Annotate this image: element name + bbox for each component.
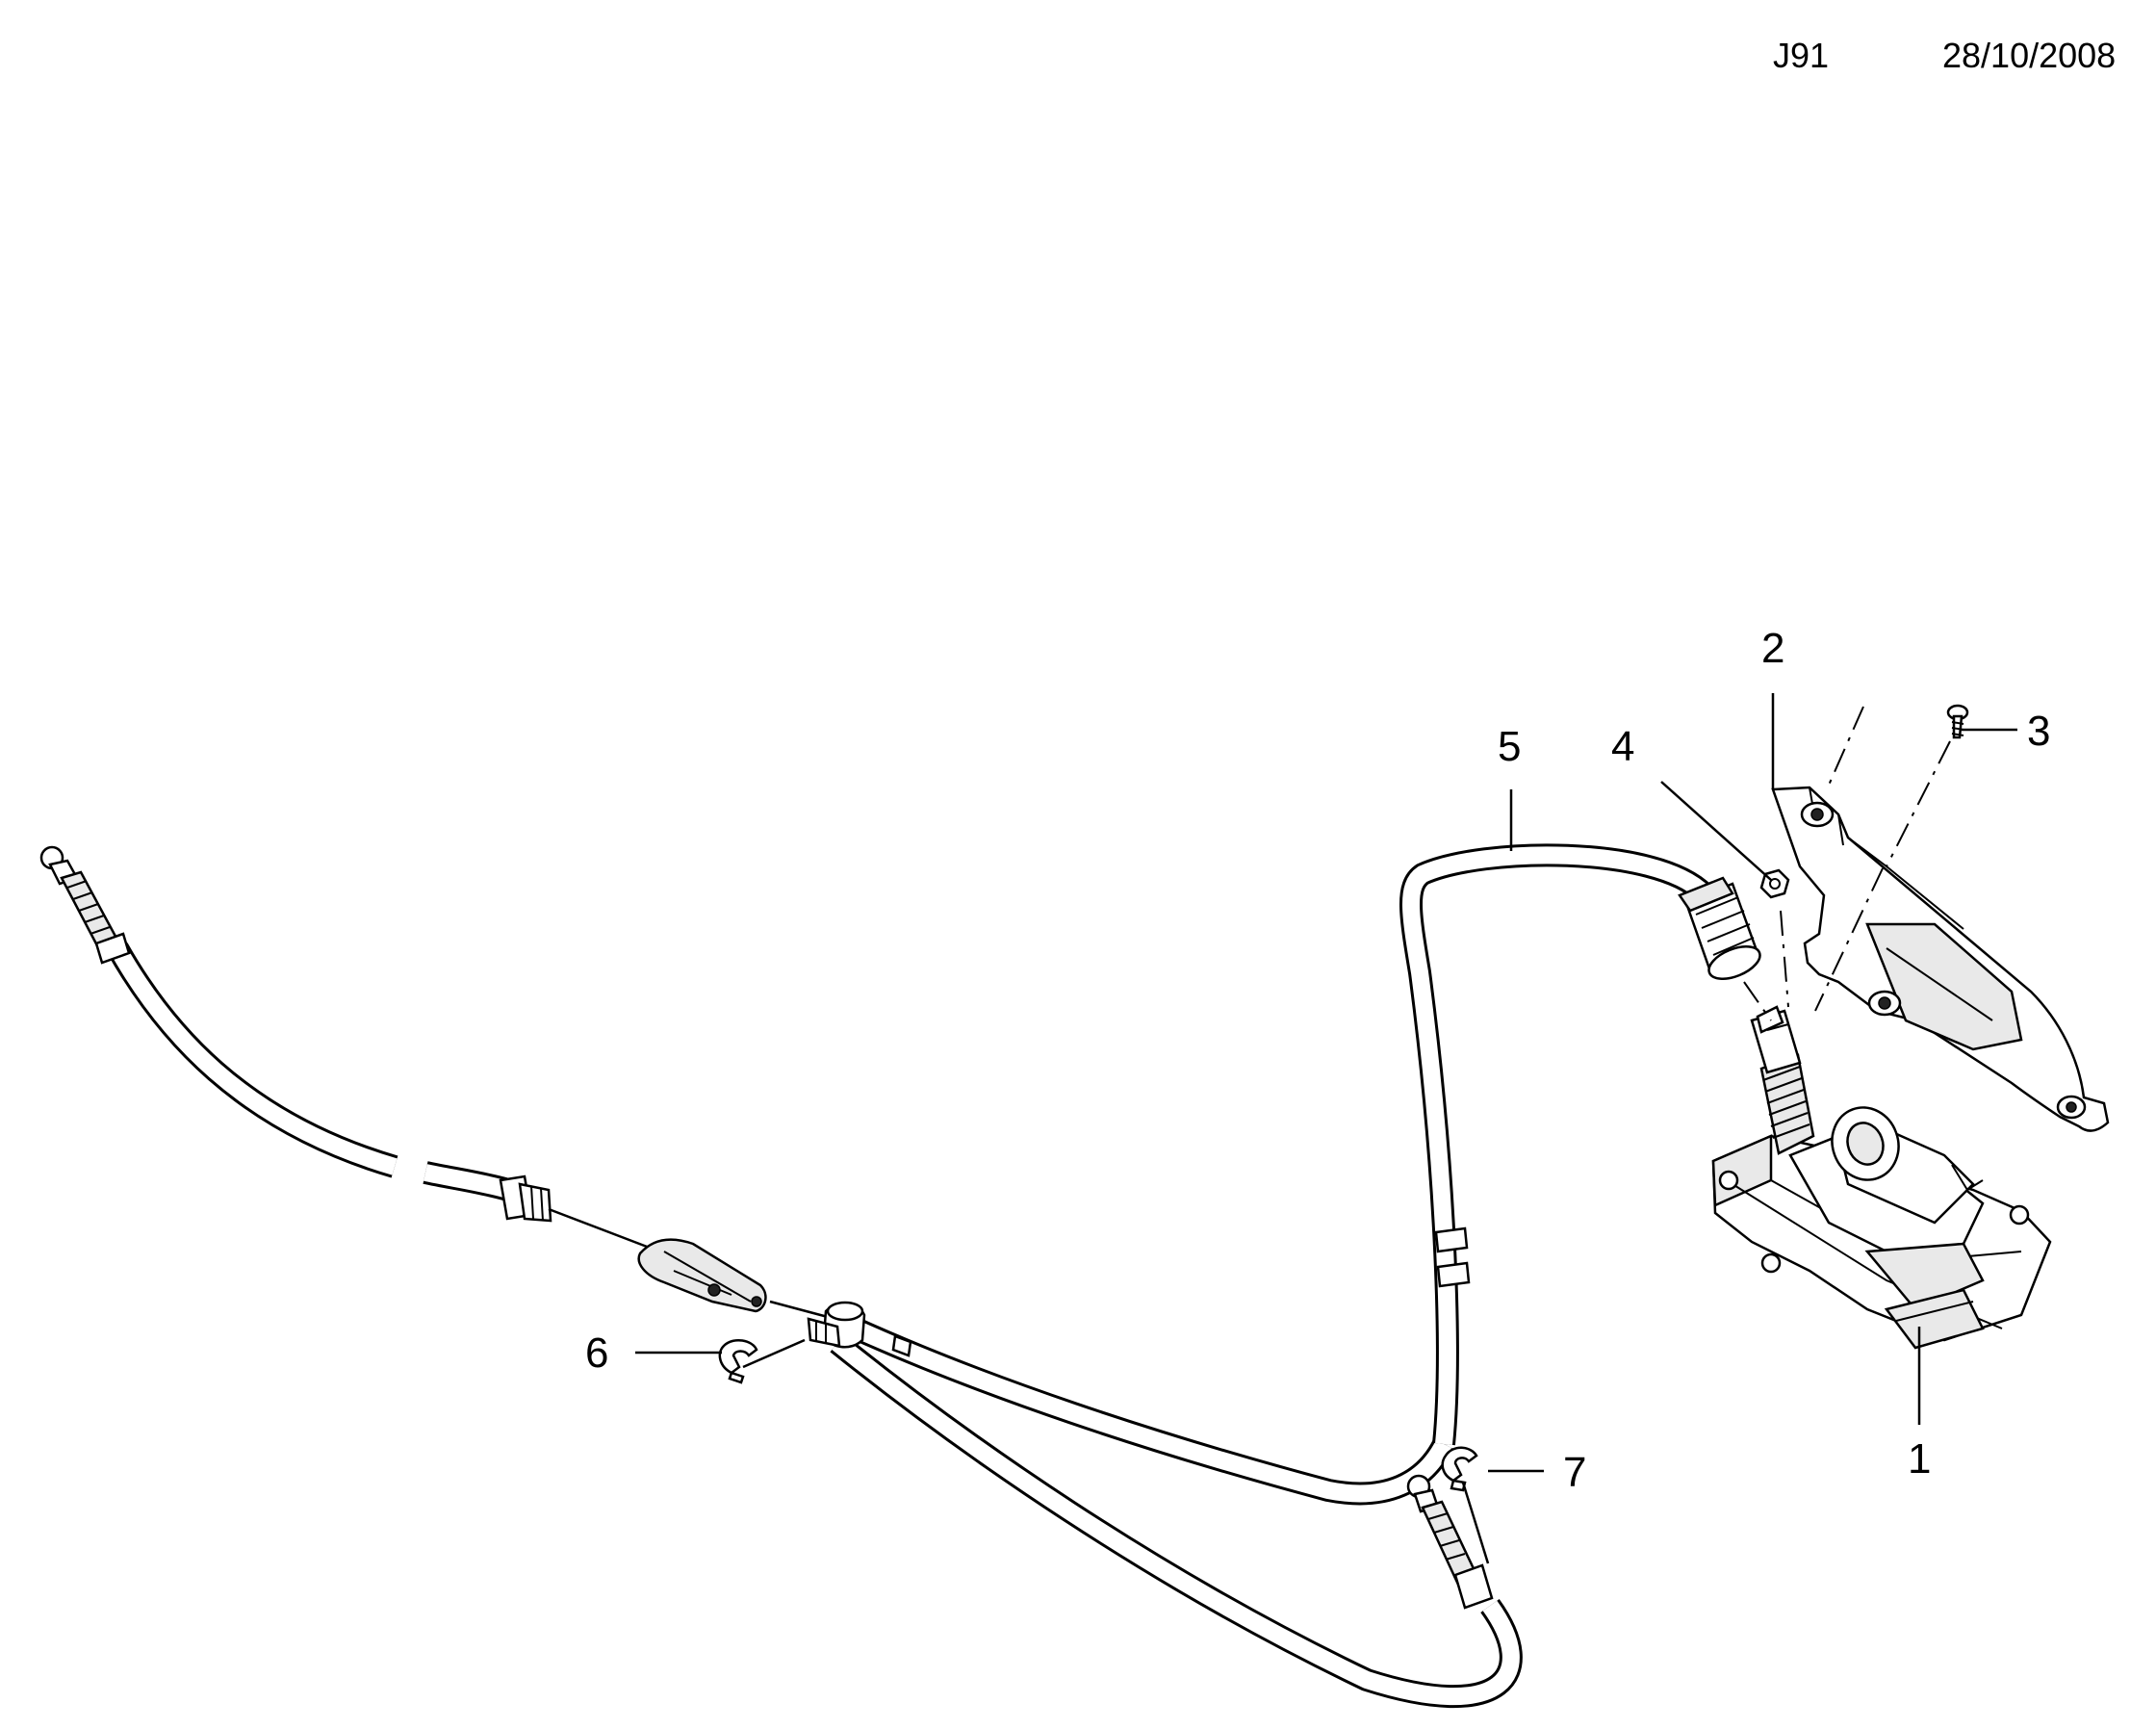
diagram-code: J91 [1773,36,1829,75]
right-cables [807,1301,1523,1709]
callout-5: 5 [1498,723,1521,770]
left-cable-threaded-end [39,845,131,965]
bracket-2 [1771,786,2110,1132]
right-cable-threaded-end [1406,1474,1494,1610]
cable-5 [1399,843,1761,1446]
left-cable-fitting [499,1174,655,1252]
callout-6: 6 [585,1329,608,1377]
callout-7: 7 [1563,1449,1586,1496]
actuator-1 [1711,1005,2052,1350]
equalizer-yoke [637,1238,829,1319]
assembly-axes [1743,706,1951,1021]
clip-7 [1441,1446,1478,1492]
callout-3: 3 [2027,708,2050,755]
diagram-date: 28/10/2008 [1942,36,2116,75]
callout-4: 4 [1611,723,1634,770]
cable-5-adjuster [1678,876,1761,980]
callout-1: 1 [1908,1435,1931,1483]
callout-2: 2 [1761,625,1784,672]
clip-6 [718,1338,758,1384]
left-cable [39,845,655,1252]
bolt-3 [1946,704,1969,739]
leader-lines [635,693,2017,1564]
